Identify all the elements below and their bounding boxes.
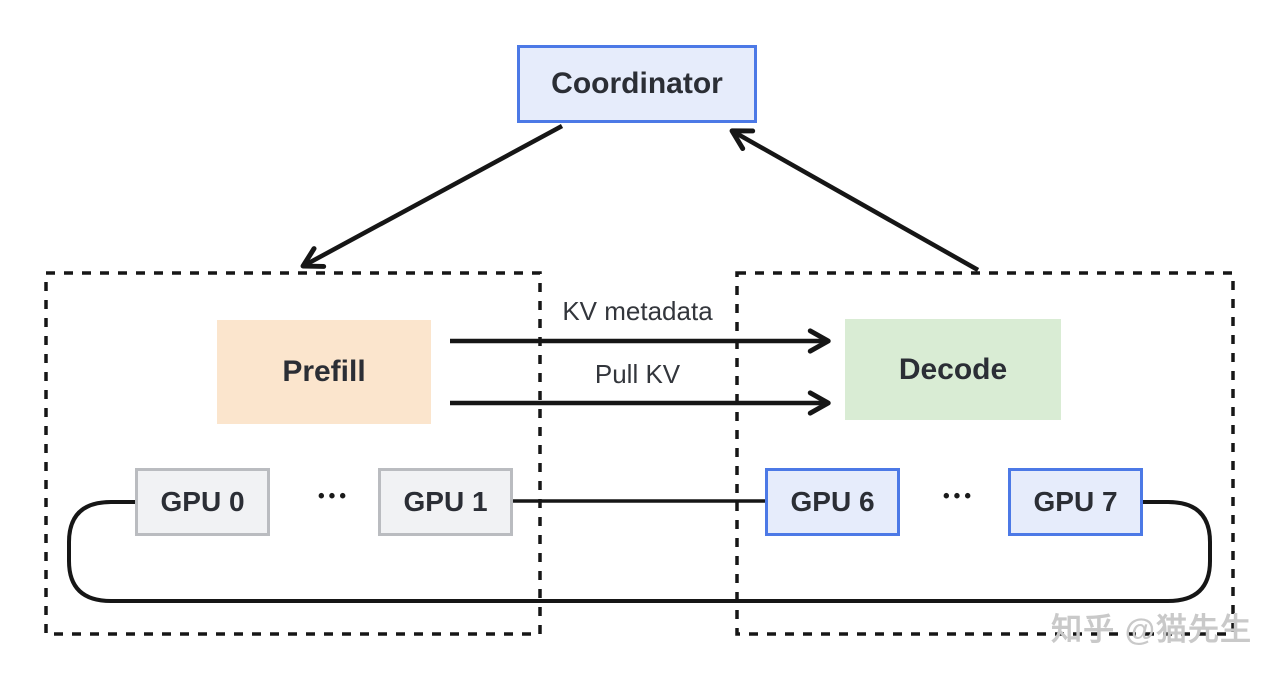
coordinator-label: Coordinator [551,67,723,100]
decode-to-coordinator-arrow [729,128,980,272]
prefill-instance-boundary [44,271,542,636]
gpu-ring-link [67,500,1212,603]
decode-engine-node: Decode [845,319,1061,420]
gpu-6-node: GPU 6 [765,468,900,536]
decode-label: Decode [898,352,1008,386]
coordinator-to-prefill-arrow [300,124,564,269]
gpu-1-label: GPU 1 [403,486,488,517]
coordinator-node: Coordinator [517,45,757,123]
gpu-1-node: GPU 1 [378,468,513,536]
gpu-6-label: GPU 6 [790,486,875,517]
gpu-0-node: GPU 0 [135,468,270,536]
prefill-gpus-ellipsis: ••• [318,486,350,507]
gpu-0-label: GPU 0 [160,486,245,517]
gpu-7-label: GPU 7 [1033,486,1118,517]
prefill-label: Prefill [282,355,366,388]
decode-gpus-ellipsis: ••• [943,486,975,507]
prefill-engine-node: Prefill [217,320,431,424]
gpu-7-node: GPU 7 [1008,468,1143,536]
pull-kv-edge-label: Pull KV [594,359,681,389]
decode-instance-boundary [735,271,1235,636]
kv-metadata-edge-label: KV metadata [562,296,713,326]
watermark-text: 知乎 @猫先生 [1051,612,1252,647]
